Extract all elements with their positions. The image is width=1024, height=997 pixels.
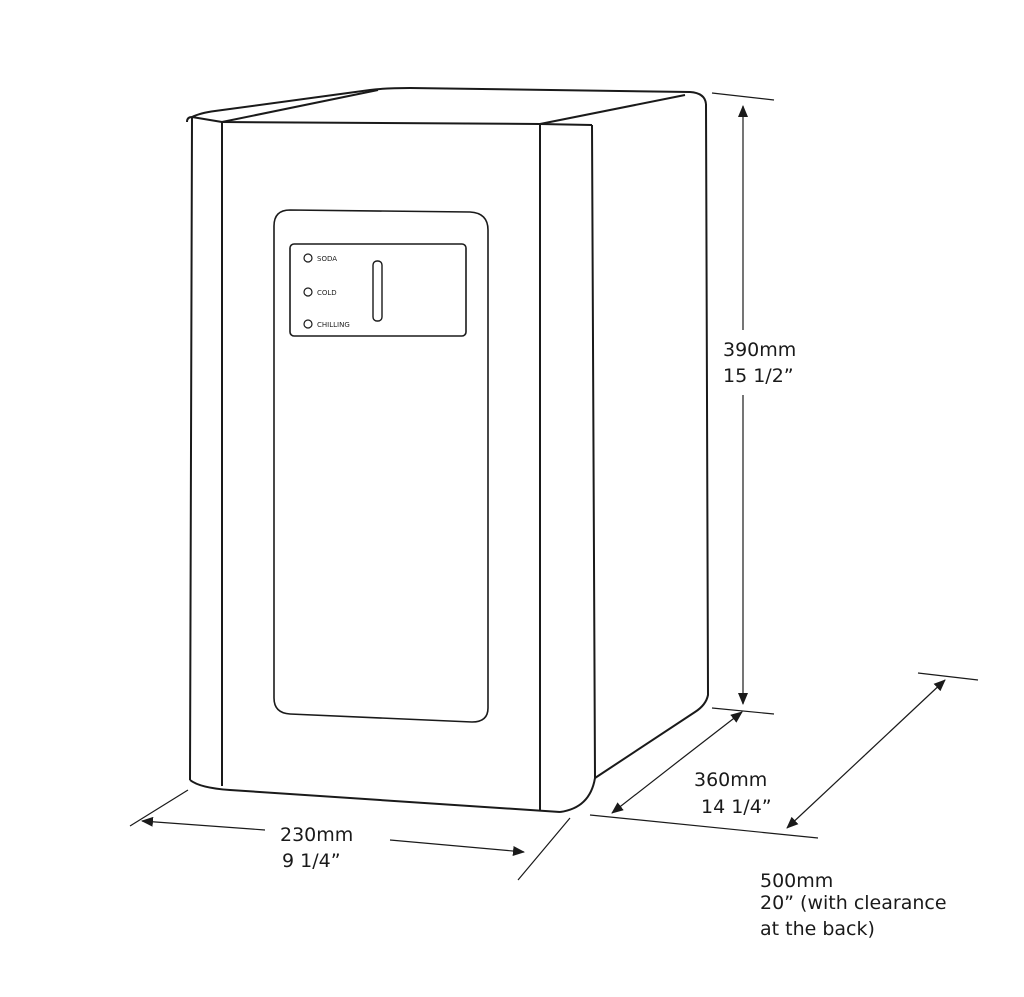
control-panel: SODA COLD CHILLING (289, 243, 467, 337)
total-depth-arrow-down (786, 754, 866, 829)
total-depth-metric-label: 500mm (760, 870, 834, 892)
total-depth-note-label: at the back) (760, 918, 875, 940)
cold-label: COLD (317, 289, 337, 297)
top-right-seam (539, 94, 686, 125)
dimension-lines (129, 92, 979, 881)
width-metric-label: 230mm (280, 824, 354, 846)
chilling-label: CHILLING (317, 321, 350, 329)
depth-metric-label: 360mm (694, 769, 768, 791)
total-depth-imperial-label: 20” (with clearance (760, 892, 947, 914)
front-right-corner (559, 124, 596, 813)
right-back-edge (594, 103, 709, 779)
control-panel-frame (289, 243, 467, 337)
width-ext-left (129, 789, 189, 827)
left-edge (186, 116, 193, 781)
chilling-indicator-icon (303, 319, 313, 329)
total-depth-ext-top (917, 672, 979, 681)
depth-arrow-down (611, 759, 681, 814)
top-front-edge (191, 116, 593, 126)
height-metric-label: 390mm (723, 339, 797, 361)
width-ext-right (517, 817, 571, 881)
front-door (273, 209, 489, 723)
appliance-body (186, 87, 709, 813)
dispense-slot[interactable] (372, 260, 383, 322)
bottom-edge (189, 779, 561, 813)
soda-indicator-icon (303, 253, 313, 263)
height-ext-bottom (711, 707, 775, 715)
width-imperial-label: 9 1/4” (282, 850, 341, 872)
depth-arrow-up (679, 711, 743, 761)
top-face (191, 87, 707, 118)
depth-imperial-label: 14 1/4” (701, 796, 772, 818)
soda-label: SODA (317, 255, 337, 263)
width-arrow-right (389, 839, 525, 856)
height-imperial-label: 15 1/2” (723, 365, 794, 387)
cold-indicator-icon (303, 287, 313, 297)
height-ext-top (711, 92, 775, 101)
top-inner-seam (221, 89, 379, 123)
depth-ext-bottom (589, 814, 819, 839)
total-depth-arrow-up (864, 679, 946, 756)
width-arrow-left (141, 816, 266, 831)
door-outline[interactable] (273, 209, 489, 723)
